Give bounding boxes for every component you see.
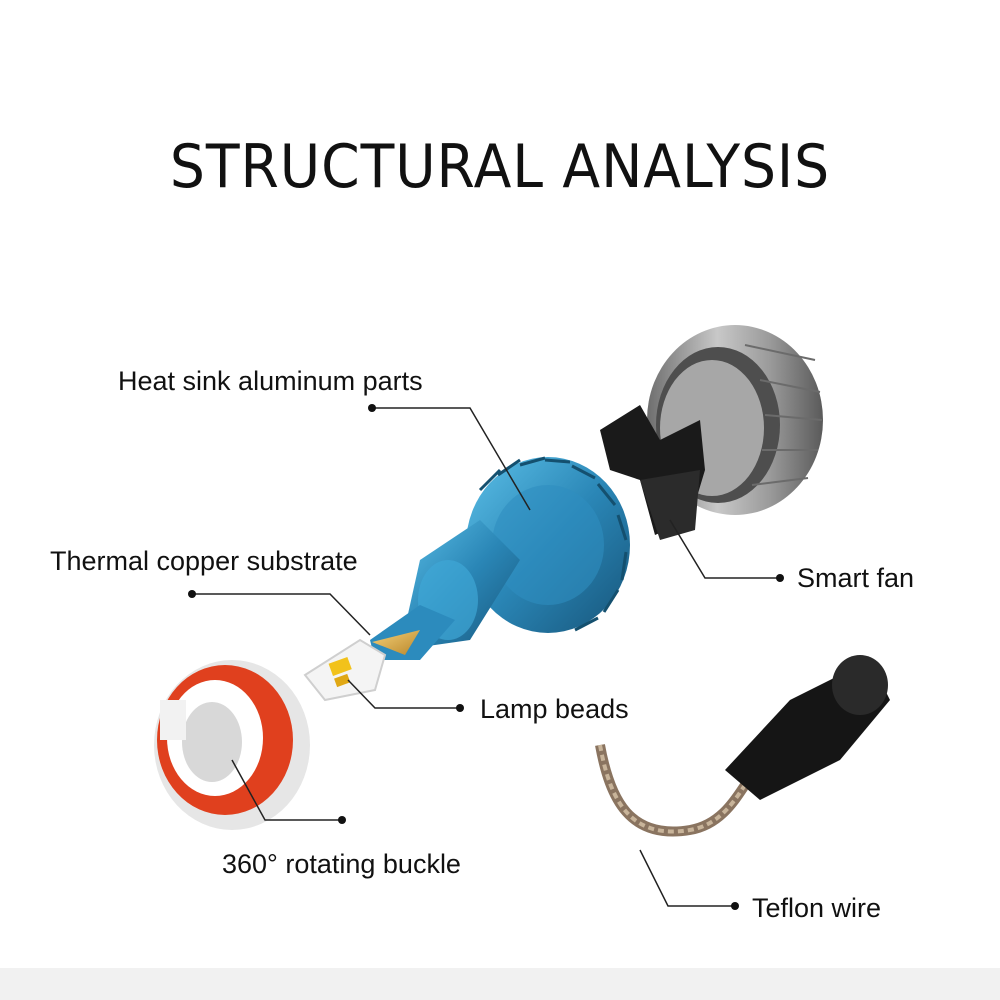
leader-smart-fan [669,519,780,579]
dot-smart-fan [776,574,784,582]
leader-lines [192,407,780,907]
teflon-wire-assembly [595,655,890,837]
leader-teflon-wire [639,849,735,907]
dot-heat-sink [368,404,376,412]
footer-band [0,968,1000,1000]
leader-heat-sink [372,407,531,511]
dot-rotating-buckle [338,816,346,824]
label-rotating-buckle: 360° rotating buckle [222,849,461,879]
page-title: STRUCTURAL ANALYSIS [169,132,831,202]
led-board [303,638,387,702]
leader-lamp-beads [347,679,460,709]
leader-thermal-copper [192,593,371,636]
label-teflon-wire: Teflon wire [752,893,882,923]
fan-blades [600,405,705,540]
label-thermal-copper: Thermal copper substrate [50,546,358,576]
label-smart-fan: Smart fan [797,563,915,593]
heat-sink [466,456,630,633]
label-lamp-beads: Lamp beads [480,694,629,724]
rotating-buckle [154,660,310,830]
leader-rotating-buckle [231,759,342,821]
dot-thermal-copper [188,590,196,598]
label-heat-sink: Heat sink aluminum parts [118,366,423,396]
dot-teflon-wire [731,902,739,910]
dot-lamp-beads [456,704,464,712]
lamp-body [370,520,520,660]
